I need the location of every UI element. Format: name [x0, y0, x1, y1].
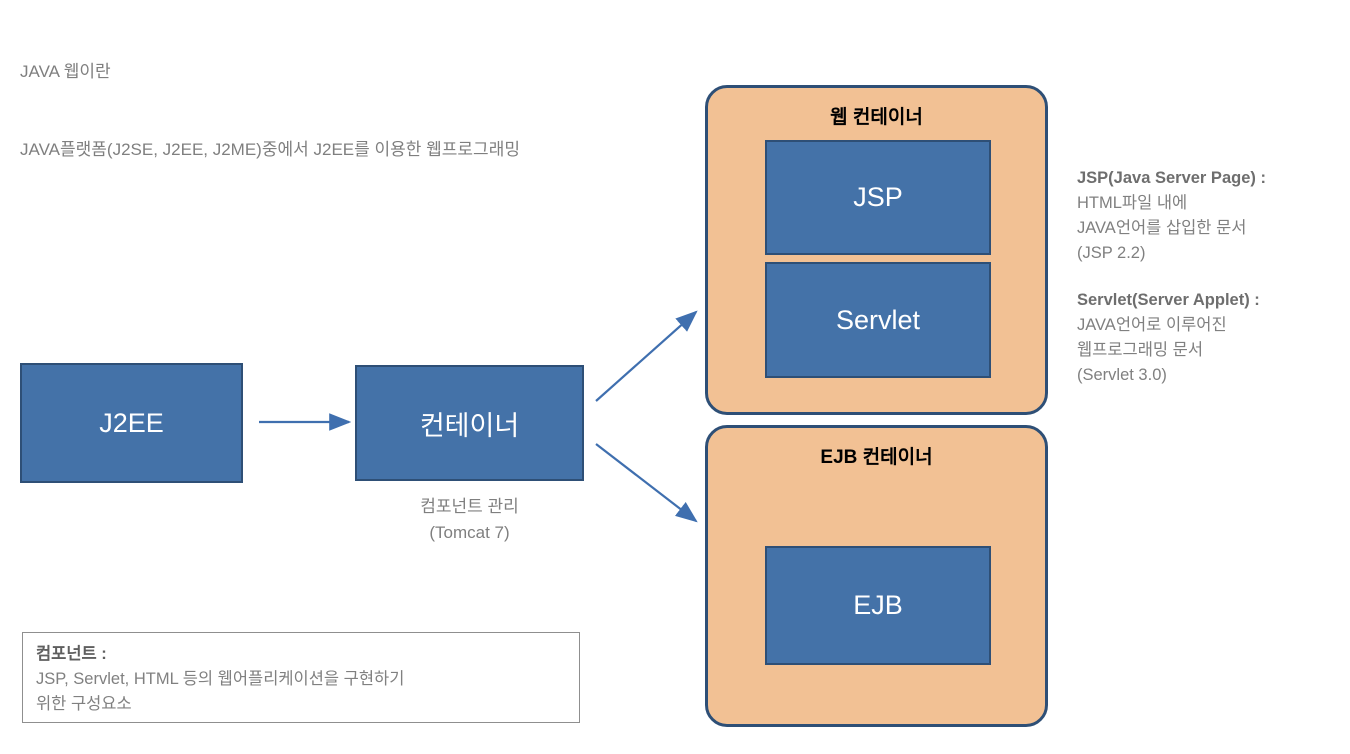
node-jsp[interactable]: JSP — [765, 140, 991, 255]
annotation-jsp: JSP(Java Server Page) : HTML파일 내에 JAVA언어… — [1077, 166, 1347, 266]
caption-line-2: (Tomcat 7) — [429, 523, 510, 542]
node-container-label: 컨테이너 — [419, 410, 520, 441]
header-line-1: JAVA 웹이란 — [20, 62, 111, 81]
header-description: JAVA 웹이란 JAVA플랫폼(J2SE, J2EE, J2ME)중에서 J2… — [20, 7, 920, 215]
component-note-box: 컴포넌트 : JSP, Servlet, HTML 등의 웹어플리케이션을 구현… — [22, 632, 580, 723]
annotation-servlet-heading: Servlet(Server Applet) : — [1077, 291, 1260, 309]
component-note-heading: 컴포넌트 : — [36, 645, 107, 663]
node-jsp-label: JSP — [853, 182, 903, 212]
node-container-caption: 컴포넌트 관리 (Tomcat 7) — [355, 494, 584, 546]
header-line-2: JAVA플랫폼(J2SE, J2EE, J2ME)중에서 J2EE를 이용한 웹… — [20, 140, 520, 159]
component-note-line-2: 위한 구성요소 — [36, 695, 132, 713]
node-container[interactable]: 컨테이너 — [355, 365, 584, 481]
annotation-servlet-line-2: 웹프로그래밍 문서 — [1077, 341, 1204, 359]
caption-line-1: 컴포넌트 관리 — [420, 497, 519, 516]
annotation-jsp-heading: JSP(Java Server Page) : — [1077, 169, 1266, 187]
node-ejb-label: EJB — [853, 590, 903, 620]
node-j2ee[interactable]: J2EE — [20, 363, 243, 483]
annotation-servlet-line-3: (Servlet 3.0) — [1077, 366, 1167, 384]
annotation-servlet-line-1: JAVA언어로 이루어진 — [1077, 316, 1227, 334]
arrow-container-to-web-container — [595, 310, 698, 402]
arrow-container-to-ejb-container — [595, 443, 698, 523]
node-ejb[interactable]: EJB — [765, 546, 991, 665]
annotation-servlet: Servlet(Server Applet) : JAVA언어로 이루어진 웹프… — [1077, 288, 1347, 388]
annotation-jsp-line-2: JAVA언어를 삽입한 문서 — [1077, 219, 1247, 237]
node-j2ee-label: J2EE — [99, 407, 164, 438]
web-container-title: 웹 컨테이너 — [830, 107, 923, 128]
component-note-line-1: JSP, Servlet, HTML 등의 웹어플리케이션을 구현하기 — [36, 670, 405, 688]
node-servlet[interactable]: Servlet — [765, 262, 991, 378]
node-servlet-label: Servlet — [835, 304, 921, 335]
annotation-jsp-line-1: HTML파일 내에 — [1077, 194, 1188, 212]
annotation-jsp-line-3: (JSP 2.2) — [1077, 244, 1146, 262]
ejb-container-title: EJB 컨테이너 — [820, 447, 933, 468]
